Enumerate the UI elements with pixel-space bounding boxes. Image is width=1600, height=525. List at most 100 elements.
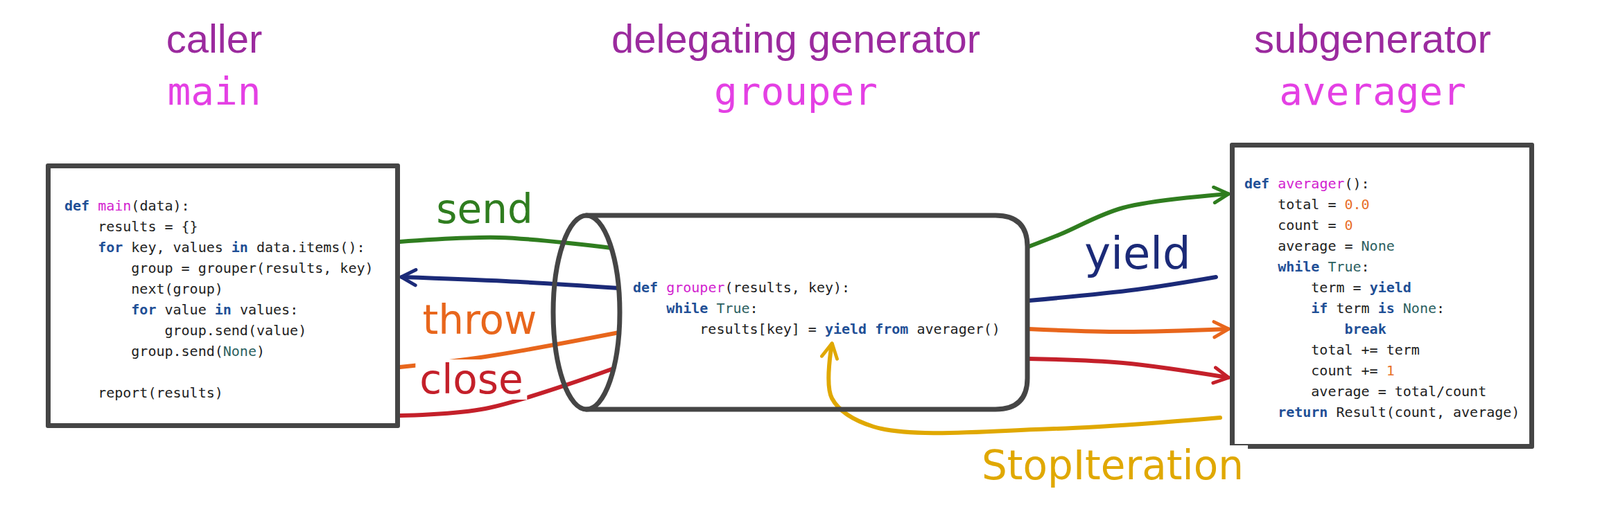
flow-arrow: [1028, 359, 1228, 378]
code-token: break: [1344, 320, 1386, 338]
code-line: return Result(count, average): [1277, 402, 1520, 423]
code-token: [707, 300, 717, 317]
code-token: if: [1310, 300, 1328, 317]
function-name: main: [167, 70, 262, 113]
code-line: def averager():: [1244, 173, 1520, 195]
code-token: results = {}: [97, 218, 199, 236]
code-token: ():: [1344, 175, 1370, 193]
code-token: next(group): [131, 280, 223, 298]
role-heading: delegating generator: [611, 16, 981, 62]
code-line: average = total/count: [1310, 381, 1520, 403]
code-token: group.send(: [131, 343, 223, 360]
code-box: callermaindef main(data):results = {}for…: [45, 163, 400, 429]
code-token: key, values: [122, 239, 232, 256]
code-line: next(group): [131, 278, 382, 300]
code-token: grouper: [666, 279, 725, 297]
code-token: (data):: [131, 197, 190, 215]
code-token: True: [1327, 258, 1361, 276]
code-token: for: [131, 301, 156, 319]
code-line: while True:: [1277, 256, 1520, 278]
code-line: average = None: [1277, 235, 1520, 257]
pipe-outline: [550, 212, 1031, 414]
code-box: subgeneratoraveragerdef averager():total…: [1229, 142, 1535, 450]
pipe-mouth: [553, 215, 620, 410]
flow-arrow: [402, 277, 619, 289]
code-line: count += 1: [1310, 360, 1520, 382]
code-token: average = total/count: [1310, 383, 1487, 400]
code-token: 1: [1386, 362, 1395, 380]
code-token: report(results): [97, 384, 224, 402]
code-block: def grouper(results, key):while True:res…: [632, 277, 1001, 340]
flow-label: throw: [418, 300, 542, 341]
code-line: def grouper(results, key):: [632, 277, 1001, 299]
code-token: in: [214, 301, 232, 319]
code-line: for key, values in data.items():: [97, 237, 382, 258]
code-token: term =: [1310, 279, 1370, 297]
function-name: grouper: [714, 70, 878, 113]
flow-label: close: [415, 359, 527, 400]
code-token: for: [97, 239, 123, 256]
code-token: :: [750, 300, 759, 317]
pipe-cylinder: delegating generatorgrouperdef grouper(r…: [550, 212, 1031, 414]
code-token: [866, 320, 875, 338]
code-line: for value in values:: [131, 299, 382, 321]
code-line: results[key] = yield from averager(): [699, 318, 1001, 340]
code-line: term = yield: [1310, 277, 1520, 299]
code-token: group.send(value): [164, 322, 307, 339]
code-token: data.items():: [248, 239, 366, 256]
code-token: from: [874, 320, 909, 338]
code-line: total += term: [1310, 339, 1520, 361]
flow-arrow: [1028, 329, 1228, 333]
code-token: main: [97, 197, 132, 215]
code-token: value: [155, 301, 215, 319]
code-line: group = grouper(results, key): [131, 257, 382, 279]
code-token: [1319, 258, 1328, 276]
code-token: values:: [231, 301, 299, 319]
code-token: None: [1403, 300, 1437, 317]
code-token: averager(): [908, 320, 1000, 338]
code-token: (results, key):: [724, 279, 850, 297]
code-token: results[key] =: [699, 320, 825, 338]
code-token: [1269, 175, 1278, 193]
role-heading: caller: [166, 16, 263, 62]
code-token: ): [256, 343, 265, 360]
code-token: in: [231, 239, 249, 256]
code-token: None: [223, 343, 257, 360]
code-line: total = 0.0: [1277, 194, 1520, 215]
code-line: while True:: [666, 298, 1001, 319]
code-token: yield: [1369, 279, 1412, 297]
code-token: return: [1277, 404, 1328, 421]
role-heading: subgenerator: [1254, 16, 1492, 62]
code-token: :: [1436, 300, 1445, 317]
code-token: average =: [1277, 237, 1361, 255]
code-token: def: [64, 197, 90, 215]
code-token: :: [1361, 258, 1370, 276]
code-token: None: [1361, 237, 1395, 255]
code-token: count =: [1277, 216, 1345, 234]
code-token: total =: [1277, 196, 1345, 213]
function-name: averager: [1279, 70, 1467, 113]
code-token: averager: [1277, 175, 1345, 193]
code-token: while: [666, 300, 708, 317]
code-line: report(results): [97, 382, 382, 404]
code-line: if term is None:: [1310, 298, 1520, 319]
code-token: [657, 279, 667, 297]
code-token: total += term: [1310, 341, 1420, 359]
code-token: term: [1327, 300, 1378, 317]
code-token: [89, 197, 98, 215]
code-token: [1394, 300, 1404, 317]
code-token: is: [1378, 300, 1395, 317]
code-token: def: [632, 279, 658, 297]
flow-arrow: [1028, 277, 1216, 301]
code-token: yield: [824, 320, 867, 338]
code-token: while: [1277, 258, 1320, 276]
code-token: 0.0: [1344, 196, 1370, 213]
code-token: Result(count, average): [1327, 404, 1520, 421]
code-line: results = {}: [97, 216, 382, 238]
pipe-body: [586, 215, 1028, 410]
code-line: group.send(None): [131, 341, 382, 362]
code-token: group = grouper(results, key): [131, 259, 373, 277]
flow-label: StopIteration: [977, 445, 1248, 486]
code-line: def main(data):: [64, 195, 382, 217]
code-token: count +=: [1310, 362, 1386, 380]
